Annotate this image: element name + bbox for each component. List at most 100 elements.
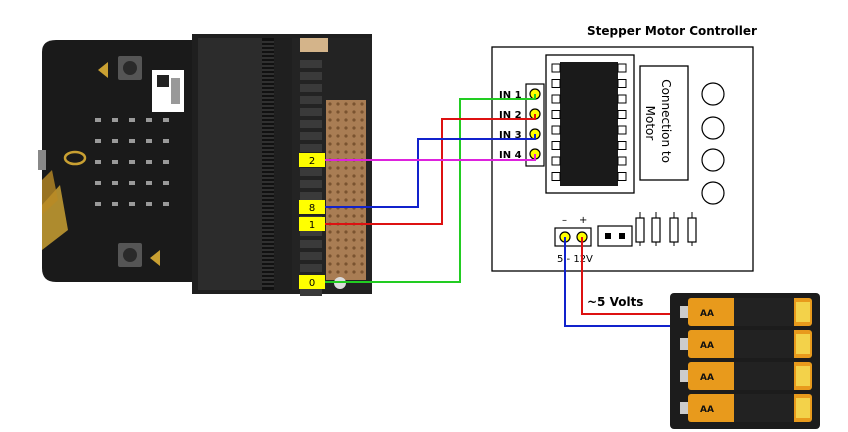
led-b xyxy=(701,116,725,140)
motor-connector xyxy=(639,65,689,181)
wire-2-to-IN-4 xyxy=(313,154,536,161)
led-dot xyxy=(95,202,101,206)
chip-pin xyxy=(617,63,627,73)
header-pin xyxy=(300,264,322,272)
header-pin xyxy=(300,120,322,128)
led-dot xyxy=(95,160,101,164)
chip-pin xyxy=(617,94,627,104)
wire-battery-+-to-+ xyxy=(581,237,670,315)
led-dot xyxy=(112,160,118,164)
pin-label-bg-0 xyxy=(299,275,325,289)
battery-pack: AA AA AA AA ~5 Volts xyxy=(587,293,820,429)
led-a xyxy=(701,82,725,106)
led-dot xyxy=(146,139,152,143)
led-dot xyxy=(163,160,169,164)
header-pin xyxy=(300,168,322,176)
input-label-1: IN 1 xyxy=(499,90,522,101)
cell-label: AA xyxy=(700,405,714,415)
pin-label-bg-1 xyxy=(299,217,325,231)
chip-pin xyxy=(551,63,561,73)
cell-label: AA xyxy=(700,341,714,351)
resistor xyxy=(687,217,697,243)
battery-voltage-label: ~5 Volts xyxy=(587,295,643,309)
led-dot xyxy=(129,202,135,206)
led-c xyxy=(701,148,725,172)
wire-8-to-IN-3 xyxy=(313,134,536,208)
led-dot xyxy=(129,118,135,122)
motor-label: Connection to Motor xyxy=(643,79,673,167)
jumper xyxy=(597,225,633,247)
chip-pin xyxy=(617,141,627,150)
led-dot xyxy=(163,139,169,143)
usb-connector xyxy=(38,150,46,170)
led-dot xyxy=(95,139,101,143)
led-dot xyxy=(163,118,169,122)
resistor xyxy=(635,217,645,243)
stepper-controller: Stepper Motor Controller Connection to M… xyxy=(491,24,757,272)
chip-pin xyxy=(551,79,561,88)
power-minus-label: – xyxy=(562,215,567,226)
pin-label-2: 2 xyxy=(309,156,315,167)
chip-pin xyxy=(551,156,561,166)
led-dot xyxy=(129,160,135,164)
led-dot xyxy=(163,181,169,185)
pin-label-bg-2 xyxy=(299,153,325,167)
pin-label-0: 0 xyxy=(309,278,315,289)
voltage-range-label: 5 - 12V xyxy=(557,254,593,265)
header-pin xyxy=(300,228,322,236)
led-dot xyxy=(112,139,118,143)
resistor-array xyxy=(635,212,697,246)
controller-title: Stepper Motor Controller xyxy=(587,24,757,38)
aa-cell: AA xyxy=(680,298,812,326)
chip-pin xyxy=(551,172,561,181)
power-plus-label: + xyxy=(579,215,587,226)
header-pin xyxy=(300,240,322,248)
pin-label-8: 8 xyxy=(309,203,315,214)
pin-labels: 2 8 1 0 xyxy=(299,153,325,289)
led-dot xyxy=(146,160,152,164)
aa-cell: AA xyxy=(680,394,812,422)
header-pin xyxy=(300,252,322,260)
wire-battery---to-– xyxy=(564,237,670,327)
pin-label-bg-8 xyxy=(299,200,325,214)
header-pin xyxy=(300,72,322,80)
input-label-4: IN 4 xyxy=(499,150,522,161)
wires xyxy=(313,94,670,327)
wire-1-to-IN-2 xyxy=(313,114,536,225)
chip-pin xyxy=(551,94,561,104)
led-dot xyxy=(112,118,118,122)
led-dot xyxy=(95,181,101,185)
cell-label: AA xyxy=(700,309,714,319)
led-dot xyxy=(95,118,101,122)
chip-pin xyxy=(617,172,627,181)
led-dot xyxy=(112,202,118,206)
aa-cell: AA xyxy=(680,362,812,390)
header-pin xyxy=(300,60,322,68)
led-dot xyxy=(129,181,135,185)
led-dot xyxy=(129,139,135,143)
edge-connector-breakout xyxy=(192,34,372,296)
resistor xyxy=(651,217,661,243)
header-pin xyxy=(300,132,322,140)
header-pin xyxy=(300,144,322,152)
header-pin xyxy=(300,180,322,188)
microbit-logo xyxy=(63,150,87,166)
header-pin xyxy=(300,84,322,92)
chip-pin xyxy=(617,110,627,119)
aa-cell: AA xyxy=(680,330,812,358)
motor-label-line1: Connection to xyxy=(659,79,673,163)
microbit-board xyxy=(38,40,200,282)
led-dot xyxy=(146,181,152,185)
cell-label: AA xyxy=(700,373,714,383)
motor-label-line2: Motor xyxy=(643,106,657,141)
led-dot xyxy=(112,181,118,185)
header-pin xyxy=(300,108,322,116)
header-pin xyxy=(300,288,322,296)
header-pin xyxy=(300,192,322,200)
resistor xyxy=(669,217,679,243)
pin-label-1: 1 xyxy=(309,220,315,231)
led-matrix xyxy=(95,118,169,206)
led-dot xyxy=(146,202,152,206)
chip-pin xyxy=(617,125,627,135)
